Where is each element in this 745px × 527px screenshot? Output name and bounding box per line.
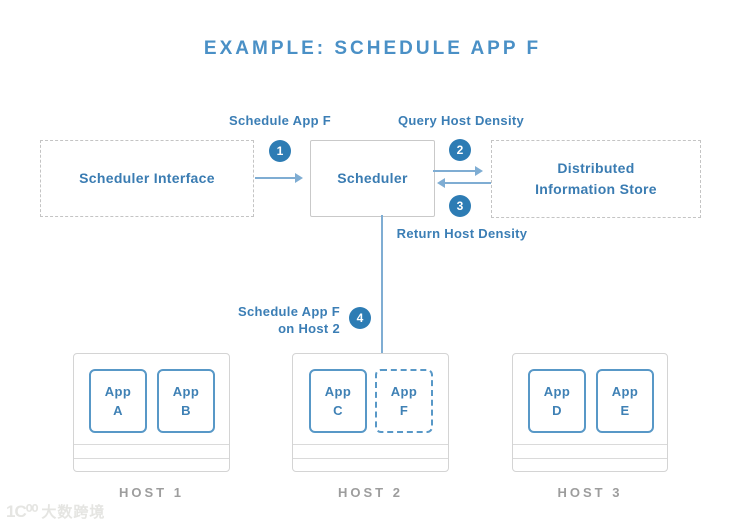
host1-box: App A App B: [73, 353, 230, 472]
app-e-box: App E: [596, 369, 654, 433]
host1-slot-line2: [74, 458, 229, 459]
arrow3-left-icon: [437, 178, 445, 188]
app-c-box: App C: [309, 369, 367, 433]
step4-label-line1: Schedule App F: [238, 304, 340, 319]
host2-slot-line1: [293, 444, 448, 445]
host3-slot-line2: [513, 458, 667, 459]
app-e-line1: App: [611, 384, 639, 399]
arrow1-right-icon: [295, 173, 303, 183]
app-c-line2: C: [333, 403, 343, 418]
app-d-line2: D: [552, 403, 562, 418]
app-d-line1: App: [543, 384, 571, 399]
step2-badge: 2: [449, 139, 471, 161]
diagram-title: EXAMPLE: SCHEDULE APP F: [203, 38, 542, 59]
information-store-label: Distributed Information Store: [535, 158, 657, 200]
arrow4-line: [381, 215, 383, 355]
step4-label-line2: on Host 2: [278, 321, 340, 336]
step1-badge: 1: [269, 140, 291, 162]
arrow2-line: [433, 170, 475, 172]
app-b-line2: B: [181, 403, 191, 418]
node-information-store: Distributed Information Store: [491, 140, 701, 218]
app-a-line2: A: [113, 403, 123, 418]
information-store-line1: Distributed: [557, 160, 635, 176]
watermark-text: 大数跨境: [41, 504, 106, 521]
app-a-line1: App: [104, 384, 132, 399]
watermark: 1C⁰⁰ 大数跨境: [6, 501, 105, 522]
app-d-box: App D: [528, 369, 586, 433]
app-a-box: App A: [89, 369, 147, 433]
host3-slot-line1: [513, 444, 667, 445]
app-f-box: App F: [375, 369, 433, 433]
host3-box: App D App E: [512, 353, 668, 472]
app-c-line1: App: [324, 384, 352, 399]
host2-slot-line2: [293, 458, 448, 459]
arrow2-right-icon: [475, 166, 483, 176]
step3-badge: 3: [449, 195, 471, 217]
host2-box: App C App F: [292, 353, 449, 472]
host3-label: HOST 3: [557, 485, 623, 500]
scheduler-interface-label: Scheduler Interface: [79, 170, 215, 186]
node-scheduler-interface: Scheduler Interface: [40, 140, 254, 217]
scheduler-label: Scheduler: [337, 170, 408, 186]
host1-slot-line1: [74, 444, 229, 445]
step3-label: Return Host Density: [396, 226, 528, 241]
app-f-line1: App: [390, 384, 418, 399]
step4-badge: 4: [349, 307, 371, 329]
watermark-logo-icon: 1C⁰⁰: [6, 501, 38, 521]
app-b-line1: App: [172, 384, 200, 399]
app-b-box: App B: [157, 369, 215, 433]
arrow1-line: [255, 177, 295, 179]
step2-label: Query Host Density: [397, 113, 525, 128]
information-store-line2: Information Store: [535, 181, 657, 197]
node-scheduler: Scheduler: [310, 140, 435, 217]
step1-label: Schedule App F: [229, 113, 331, 128]
host1-label: HOST 1: [119, 485, 184, 500]
app-f-line2: F: [399, 403, 409, 418]
app-e-line2: E: [620, 403, 630, 418]
host2-label: HOST 2: [338, 485, 403, 500]
arrow3-line: [445, 182, 491, 184]
step4-label: Schedule App F on Host 2: [140, 303, 340, 337]
